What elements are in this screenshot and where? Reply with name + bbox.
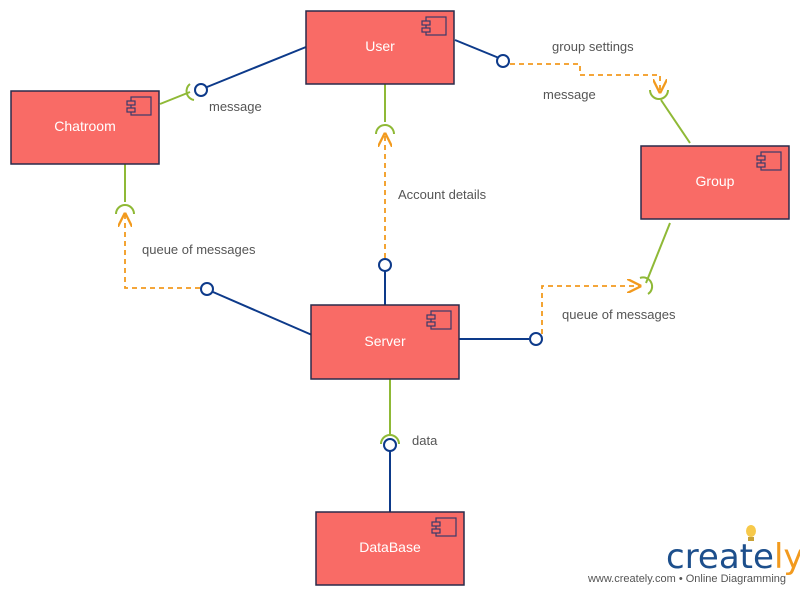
component-chatroom[interactable]: Chatroom [10,90,160,165]
component-icon [756,151,782,171]
component-label: Chatroom [54,118,115,134]
chatroom-required-line [159,91,191,105]
label-group-settings: group settings [552,39,634,54]
component-database[interactable]: DataBase [315,511,465,586]
group-required-line [660,99,691,144]
component-label: User [365,38,395,54]
brand-main: creat [666,537,753,577]
component-label: Server [364,333,406,349]
component-icon [426,310,452,330]
user-provided-ball [194,83,208,97]
user-required-socket [375,124,395,135]
server-provided-ball-left [200,282,214,296]
chatroom-required-socket [185,83,195,101]
lightbulb-icon [746,525,756,541]
group-required-line-bottom [645,222,671,284]
component-icon [126,96,152,116]
server-required-socket-bottom [380,434,400,445]
brand-e: e [753,537,774,577]
server-provided-ball-right [529,332,543,346]
user-group-provided-line [454,39,500,59]
user-provided-line [206,46,307,88]
database-provided-ball [383,438,397,452]
label-db-data: data [412,433,438,448]
label-group-message: message [543,87,596,102]
brand-tagline: www.creately.com • Online Diagramming [587,573,786,585]
group-queue-dependency [541,286,640,334]
label-user-chatroom-message: message [209,99,262,114]
component-label: DataBase [359,539,421,555]
chatroom-queue-dependency [125,214,200,289]
group-required-socket [649,89,669,100]
component-group[interactable]: Group [640,145,790,220]
server-provided-ball-top [378,258,392,272]
component-user[interactable]: User [305,10,455,85]
component-server[interactable]: Server [310,304,460,380]
svg-text:creately: creately [666,537,800,577]
group-settings-dependency [510,63,660,92]
component-icon [431,517,457,537]
label-account-details: Account details [398,187,487,202]
server-provided-line-left [212,291,313,336]
chatroom-required-socket-bottom [115,204,135,215]
user-group-provided-ball [496,54,510,68]
creately-logo: creately www.creately.com • Online Diagr… [587,525,800,585]
label-chatroom-queue: queue of messages [142,242,256,257]
label-group-queue: queue of messages [562,307,676,322]
brand-accent: ly [774,537,800,577]
group-required-socket-bottom [639,276,654,295]
component-label: Group [696,173,735,189]
component-icon [421,16,447,36]
